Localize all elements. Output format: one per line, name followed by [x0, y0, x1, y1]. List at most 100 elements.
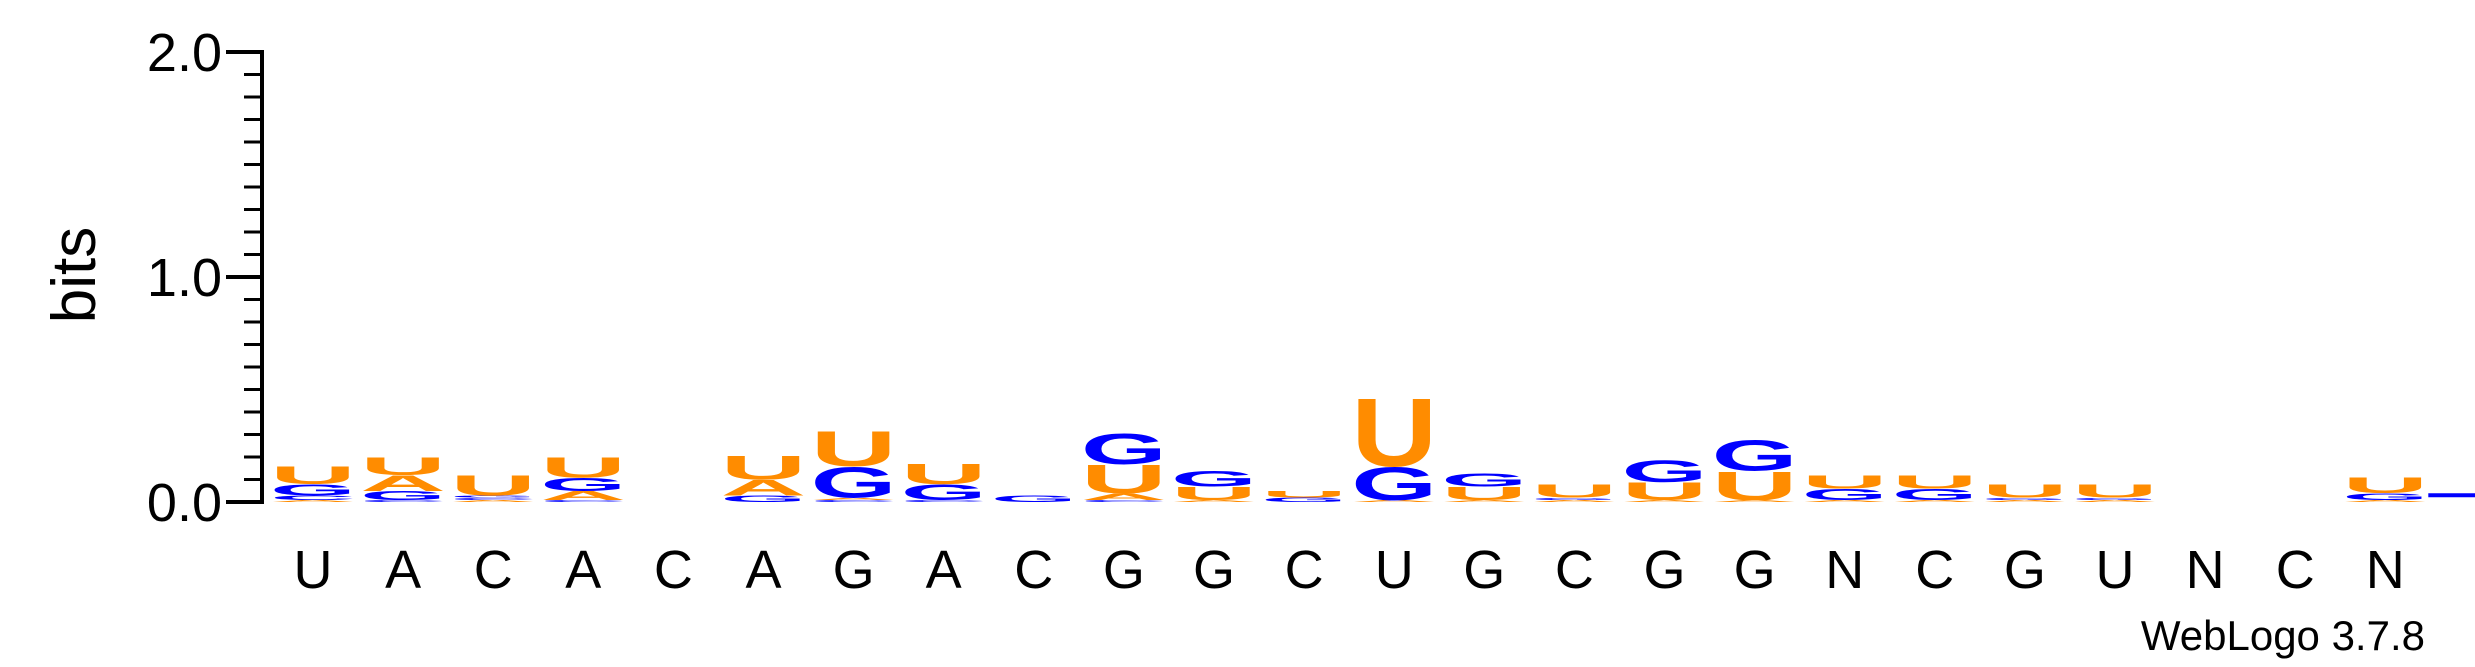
- glyph-a: A: [721, 475, 807, 500]
- glyph-c: C: [540, 499, 626, 503]
- glyph-g: G: [2342, 491, 2428, 502]
- glyph-c: C: [811, 499, 897, 503]
- glyph-a: A: [270, 499, 356, 503]
- glyph-a: A: [811, 497, 897, 501]
- y-tick-label: 2.0: [147, 23, 222, 83]
- glyph-c: C: [1081, 499, 1167, 503]
- x-position-label: G: [833, 540, 875, 600]
- y-axis: 0.0 1.0 2.0: [147, 23, 264, 533]
- glyph-g: G: [991, 493, 1077, 504]
- glyph-g: G: [1622, 454, 1708, 489]
- glyph-u: U: [1892, 472, 1978, 493]
- glyph-g: G: [450, 495, 536, 499]
- glyph-a: A: [2072, 499, 2158, 503]
- weblogo-credit: WebLogo 3.7.8: [2141, 612, 2425, 659]
- glyph-u: U: [270, 462, 356, 490]
- x-position-label: U: [1375, 540, 1414, 600]
- glyph-g: G: [1441, 469, 1527, 490]
- glyph-u: U: [1802, 472, 1888, 493]
- glyph-a: A: [1171, 499, 1257, 503]
- glyph-g: G: [1982, 497, 2068, 501]
- x-position-label: A: [565, 540, 601, 600]
- glyph-c: C: [450, 497, 536, 501]
- x-position-label: G: [1103, 540, 1145, 600]
- glyph-a: A: [1351, 499, 1437, 503]
- x-position-label: G: [2004, 540, 2046, 600]
- glyph-u: U: [1261, 489, 1347, 499]
- glyph-u: U: [2072, 481, 2158, 502]
- y-tick-label: 1.0: [147, 248, 222, 308]
- glyph-u: U: [811, 421, 897, 477]
- glyph-a: A: [1892, 499, 1978, 503]
- x-position-label: U: [2096, 540, 2135, 600]
- glyph-u: U: [360, 453, 446, 481]
- glyph-g: G: [540, 474, 626, 495]
- glyph-a: A: [1531, 499, 1617, 503]
- glyph-a: A: [1712, 499, 1798, 503]
- y-axis-title: bits: [40, 227, 109, 323]
- glyph-c: C: [270, 494, 356, 501]
- glyph-g: G: [901, 480, 987, 505]
- x-position-label: G: [1734, 540, 1776, 600]
- glyph-g: G: [1802, 486, 1888, 504]
- glyph-u: U: [1171, 483, 1257, 504]
- x-position-label: N: [1825, 540, 1864, 600]
- x-position-label: A: [926, 540, 962, 600]
- glyph-u: U: [1982, 481, 2068, 502]
- x-position-label: C: [1915, 540, 1954, 600]
- glyph-a: A: [2342, 499, 2428, 503]
- glyph-a: A: [1441, 499, 1527, 503]
- glyph-g: G: [270, 481, 356, 499]
- glyph-g: G: [1261, 496, 1347, 503]
- glyph-a: A: [1622, 499, 1708, 503]
- x-position-label: N: [2366, 540, 2405, 600]
- x-position-label: C: [2276, 540, 2315, 600]
- glyph-u: U: [1441, 483, 1527, 504]
- glyph-u: U: [1622, 477, 1708, 505]
- trace-line: [2428, 493, 2475, 498]
- glyph-g: G: [2072, 497, 2158, 501]
- x-position-label: N: [2186, 540, 2225, 600]
- glyph-g: G: [360, 488, 446, 502]
- glyph-g: G: [1531, 497, 1617, 501]
- glyph-u: U: [1081, 456, 1167, 502]
- glyph-g: G: [1712, 431, 1798, 480]
- glyph-a: A: [450, 499, 536, 503]
- glyph-a: A: [540, 488, 626, 502]
- tail-trace: [2428, 493, 2475, 498]
- glyph-a: A: [1982, 499, 2068, 503]
- x-position-label: U: [294, 540, 333, 600]
- glyph-g: G: [1892, 486, 1978, 504]
- glyph-g: G: [1171, 466, 1257, 491]
- glyph-g: G: [1081, 424, 1167, 473]
- glyph-g: G: [1351, 458, 1437, 511]
- x-position-label: A: [385, 540, 421, 600]
- glyph-u: U: [1712, 463, 1798, 509]
- x-position-label: C: [1285, 540, 1324, 600]
- glyph-u: U: [1531, 481, 1617, 502]
- glyph-u: U: [721, 448, 807, 487]
- glyph-g: G: [721, 493, 807, 504]
- glyph-g: G: [811, 458, 897, 507]
- glyph-u: U: [2342, 473, 2428, 498]
- x-position-label: G: [1463, 540, 1505, 600]
- x-position-label: C: [474, 540, 513, 600]
- x-position-label: A: [745, 540, 781, 600]
- glyph-u: U: [901, 459, 987, 490]
- x-position-label: G: [1193, 540, 1235, 600]
- glyph-a: A: [1081, 491, 1167, 501]
- x-position-label: C: [1014, 540, 1053, 600]
- x-position-label: C: [654, 540, 693, 600]
- glyph-c: C: [901, 499, 987, 503]
- glyph-u: U: [1351, 379, 1437, 487]
- x-position-label: C: [1555, 540, 1594, 600]
- glyph-u: U: [450, 470, 536, 501]
- glyph-a: A: [1802, 499, 1888, 503]
- glyph-u: U: [540, 452, 626, 483]
- glyph-c: C: [360, 499, 446, 503]
- x-position-label: G: [1643, 540, 1685, 600]
- y-tick-label: 0.0: [147, 473, 222, 533]
